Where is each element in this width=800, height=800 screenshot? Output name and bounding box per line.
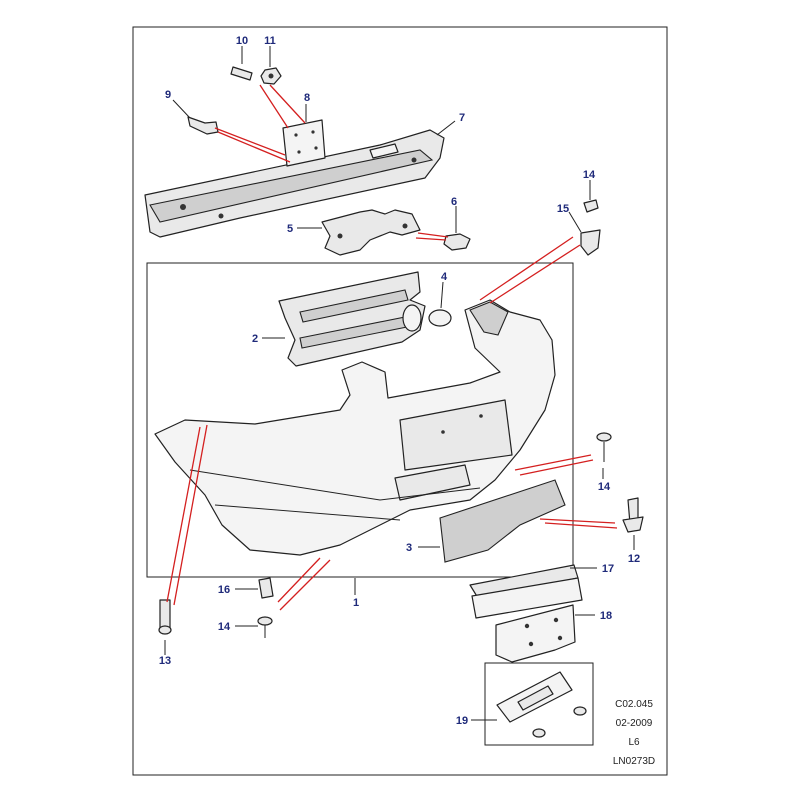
ref-section: C02.045	[615, 699, 653, 710]
callout-1: 1	[353, 597, 359, 609]
detail-frame-19	[484, 662, 594, 746]
callout-11: 11	[264, 35, 276, 47]
callout-19: 19	[456, 715, 468, 727]
badge	[428, 309, 452, 327]
reinforcement-beam	[144, 129, 445, 238]
mounting-bracket	[321, 209, 421, 256]
clip-15	[580, 229, 601, 256]
callout-7: 7	[459, 112, 465, 124]
callout-14-lower: 14	[218, 621, 231, 633]
callout-18: 18	[600, 610, 612, 622]
ref-model: L6	[628, 737, 640, 748]
callout-2: 2	[252, 333, 258, 345]
callout-3: 3	[406, 542, 412, 554]
callouts: 10 11 9 8 7 5 6 14 15 4 2 3 1 14 12 17 1…	[159, 35, 640, 727]
stud-10	[230, 66, 253, 81]
callout-4: 4	[441, 271, 448, 283]
callout-12: 12	[628, 553, 640, 565]
leader-lines	[164, 46, 635, 721]
reference-block: C02.045 02-2009 L6 LN0273D	[613, 699, 655, 767]
grille	[278, 271, 426, 367]
callout-15: 15	[557, 203, 569, 215]
mounting-plate	[282, 119, 326, 167]
screw-19a	[573, 706, 587, 716]
callout-16: 16	[218, 584, 230, 596]
screw-14-lower	[257, 616, 273, 638]
clip-16	[258, 577, 274, 599]
nut-11	[260, 67, 282, 85]
callout-6: 6	[451, 196, 457, 208]
association-lines	[166, 84, 618, 611]
plate-bracket-18	[495, 604, 576, 663]
sheet-border	[132, 26, 668, 776]
callout-9: 9	[165, 89, 171, 101]
ref-date: 02-2009	[616, 718, 653, 729]
callout-8: 8	[304, 92, 310, 104]
pin-12	[622, 497, 644, 533]
callout-5: 5	[287, 223, 293, 235]
ref-drawing-number: LN0273D	[613, 756, 655, 767]
screw-19b	[532, 728, 546, 738]
bumper-cover	[154, 299, 556, 556]
plate-bracket-17	[469, 564, 583, 619]
bolt-13	[158, 599, 172, 635]
bolt-6	[443, 233, 471, 251]
callout-14-right: 14	[598, 481, 611, 493]
plate-19	[496, 671, 573, 723]
callout-13: 13	[159, 655, 171, 667]
callout-14-top: 14	[583, 169, 596, 181]
callout-10: 10	[236, 35, 248, 47]
screw-14-upper	[583, 199, 599, 213]
bolt-9	[187, 116, 219, 135]
screw-14-right	[596, 432, 612, 462]
reflector-panel	[439, 479, 566, 563]
callout-17: 17	[602, 563, 614, 575]
